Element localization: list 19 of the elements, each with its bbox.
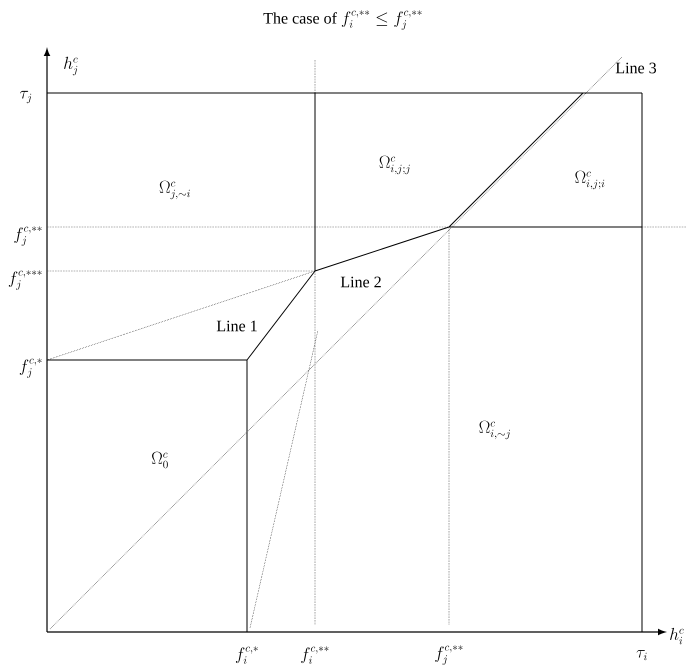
tick-label: $f_j^{c,*}$ xyxy=(20,358,42,378)
tick-label: $f_j^{c,***}$ xyxy=(8,270,42,290)
axis-label: $h_j^{c}$ xyxy=(64,56,78,76)
line-label: $\text{Line 3}$ xyxy=(616,62,656,74)
tick-label: $f_i^{c,**}$ xyxy=(301,646,328,664)
tick-label: $\tau_j$ xyxy=(20,90,32,104)
tick-label: $\tau_i$ xyxy=(636,650,647,660)
subtitle: $\text{The case of } f_i^{c,**} \leq f_j^{c,**}$ xyxy=(263,10,422,30)
tick-label: $f_i^{c,*}$ xyxy=(236,646,258,664)
line-label: $\text{Line 2}$ xyxy=(340,276,381,288)
line-label: $\text{Line 1}$ xyxy=(216,320,257,332)
region-label: $\Omega^{c}_{i,j;j}$ xyxy=(380,156,410,174)
tick-label: $f_j^{c,**}$ xyxy=(435,645,462,665)
tick-label: $f_j^{c,**}$ xyxy=(14,226,42,246)
region-label: $\Omega^{c}_{i,\sim j}$ xyxy=(479,420,510,440)
region-label: $\Omega^{c}_{i,j;i}$ xyxy=(575,170,604,190)
axis-label: $h_i^{c}$ xyxy=(670,628,684,644)
region-label: $\Omega^{c}_{j,\sim i}$ xyxy=(160,180,190,200)
region-label: $\Omega^{c}_{0}$ xyxy=(152,452,168,468)
